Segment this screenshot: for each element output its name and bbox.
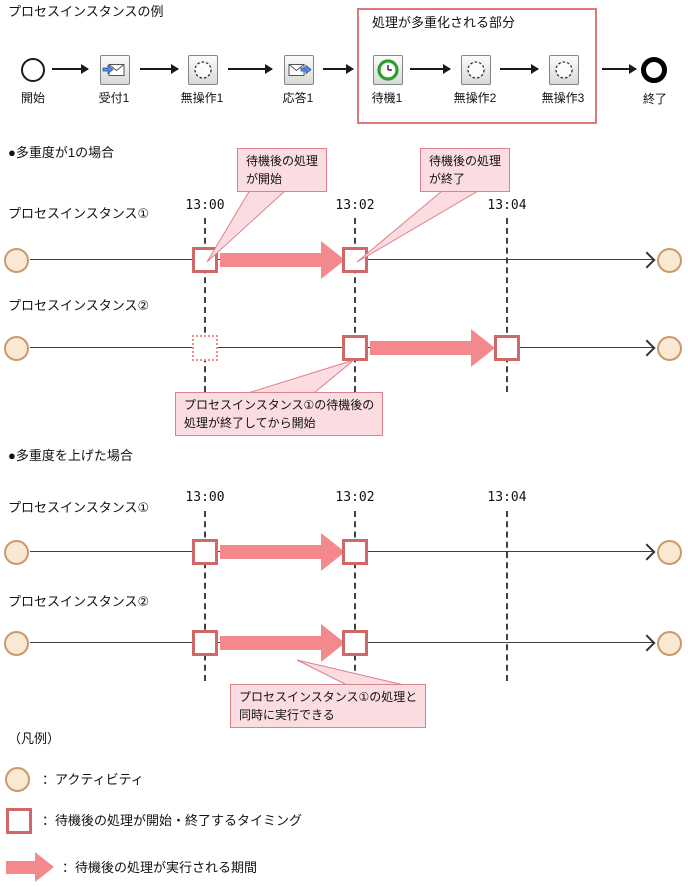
timing-square — [342, 247, 368, 273]
node-label-noop1: 無操作1 — [180, 91, 224, 105]
activity-circle — [657, 336, 682, 361]
flow-arrow-icon — [140, 64, 179, 74]
timing-square — [192, 630, 218, 656]
legend-timing-square-icon — [6, 808, 32, 834]
timeline-gridline — [506, 218, 508, 392]
node-label-start: 開始 — [20, 91, 45, 105]
timing-square — [342, 335, 368, 361]
activity-circle — [4, 336, 29, 361]
execution-period-arrowhead — [321, 533, 345, 571]
section1-row1-label: プロセスインスタンス① — [8, 206, 150, 221]
execution-period-arrow — [370, 341, 472, 355]
noop-task-icon — [549, 55, 579, 85]
multiplexed-group-box — [357, 8, 597, 124]
timing-square-dotted — [192, 335, 218, 361]
activity-circle — [657, 631, 682, 656]
callout-wait-start: 待機後の処理 が開始 — [237, 148, 328, 192]
timeline-gridline — [354, 218, 356, 392]
timeline-gridline — [354, 511, 356, 681]
timeline-gridline — [204, 511, 206, 681]
time-label: 13:02 — [335, 198, 375, 213]
time-label: 13:04 — [487, 198, 527, 213]
section2-heading: ●多重度を上げた場合 — [8, 448, 133, 463]
time-label: 13:04 — [487, 490, 527, 505]
flow-arrow-icon — [410, 64, 451, 74]
section2-row1-label: プロセスインスタンス① — [8, 500, 150, 515]
noop-task-icon — [188, 55, 218, 85]
timing-square — [494, 335, 520, 361]
node-label-noop2: 無操作2 — [453, 91, 497, 105]
section1-heading: ●多重度が1の場合 — [8, 145, 115, 160]
execution-period-arrowhead — [321, 624, 345, 662]
node-label-receive: 受付1 — [98, 91, 130, 105]
timeline-gridline — [506, 511, 508, 681]
timeline-gridline — [204, 218, 206, 392]
activity-circle — [657, 540, 682, 565]
legend-timing-label: ：待機後の処理が開始・終了するタイミング — [42, 813, 303, 828]
flow-arrow-icon — [228, 64, 273, 74]
flow-arrow-icon — [602, 64, 637, 74]
reply-task-icon — [284, 55, 314, 85]
legend-period-label: ：待機後の処理が実行される期間 — [62, 860, 258, 875]
start-event-icon — [21, 58, 45, 82]
node-label-wait: 待機1 — [371, 91, 403, 105]
execution-period-arrowhead — [471, 329, 495, 367]
group-box-label: 処理が多重化される部分 — [372, 15, 516, 30]
receive-task-icon — [100, 55, 130, 85]
legend-activity-label: ：アクティビティ — [42, 772, 144, 787]
flow-arrow-icon — [323, 64, 354, 74]
flow-arrow-icon — [52, 64, 89, 74]
node-label-reply: 応答1 — [282, 91, 314, 105]
node-label-noop3: 無操作3 — [541, 91, 585, 105]
callout-parallel-execution: プロセスインスタンス①の処理と 同時に実行できる — [230, 684, 427, 728]
time-label: 13:00 — [185, 198, 225, 213]
execution-period-arrow — [220, 636, 322, 650]
legend-period-arrow-icon — [6, 861, 36, 874]
noop-task-icon — [461, 55, 491, 85]
timing-square — [192, 539, 218, 565]
wait-timer-icon — [373, 55, 403, 85]
node-label-end: 終了 — [642, 92, 667, 106]
timing-square — [342, 539, 368, 565]
section1-row2-label: プロセスインスタンス② — [8, 298, 150, 313]
end-event-icon — [641, 57, 667, 83]
page-title: プロセスインスタンスの例 — [8, 4, 164, 19]
legend-period-arrowhead-icon — [35, 852, 54, 882]
execution-period-arrow — [220, 253, 322, 267]
activity-circle — [657, 248, 682, 273]
time-label: 13:02 — [335, 490, 375, 505]
legend-activity-icon — [5, 767, 30, 792]
flow-arrow-icon — [500, 64, 539, 74]
time-label: 13:00 — [185, 490, 225, 505]
execution-period-arrowhead — [321, 241, 345, 279]
section2-row2-label: プロセスインスタンス② — [8, 594, 150, 609]
execution-period-arrow — [220, 545, 322, 559]
activity-circle — [4, 540, 29, 565]
activity-circle — [4, 631, 29, 656]
callout-row2-start-after: プロセスインスタンス①の待機後の 処理が終了してから開始 — [175, 392, 384, 436]
timing-square — [342, 630, 368, 656]
legend-heading: （凡例） — [8, 731, 61, 746]
activity-circle — [4, 248, 29, 273]
callout-wait-end: 待機後の処理 が終了 — [420, 148, 511, 192]
